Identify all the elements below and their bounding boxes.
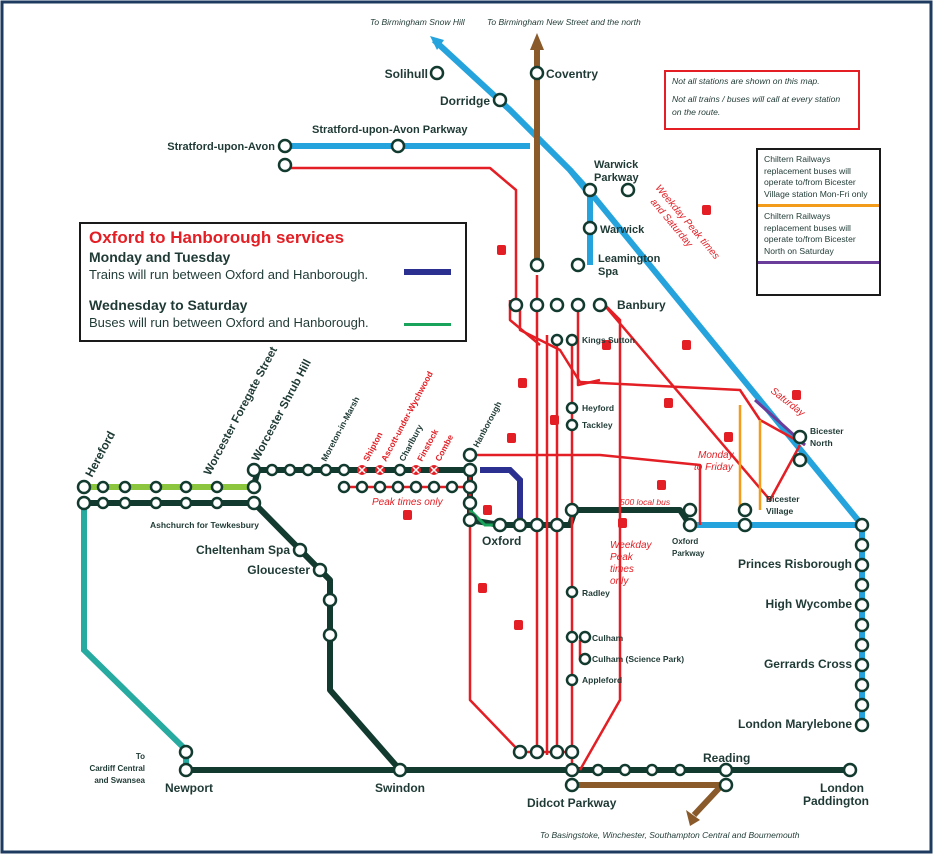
bus-note-orange-line	[758, 204, 879, 207]
label-london-pad-1: London	[820, 781, 864, 795]
legend-swatch-bus	[404, 323, 451, 326]
label-warwick-parkway-2: Parkway	[594, 172, 640, 184]
dest-south: To Basingstoke, Winchester, Southampton …	[540, 830, 800, 840]
legend-title: Oxford to Hanborough services	[89, 228, 345, 247]
label-worcester-fs: Worcester Foregate Street	[202, 345, 280, 478]
label-stratford: Stratford-upon-Avon	[167, 141, 275, 153]
bus-note-north: Chiltern Railways replacement buses will…	[764, 211, 856, 256]
label-leamington-2: Spa	[598, 266, 619, 278]
label-oxford-parkway-2: Parkway	[672, 549, 705, 558]
label-newport: Newport	[165, 781, 213, 795]
label-coventry: Coventry	[546, 67, 598, 81]
label-wd-peak-3: times	[610, 564, 634, 575]
label-bicester-village-1: Bicester	[766, 494, 800, 504]
label-london-pad-2: Paddington	[803, 794, 869, 808]
label-wd-peak-4: only	[610, 576, 629, 587]
label-gerrards-cross: Gerrards Cross	[764, 657, 852, 671]
label-culham-sp: Culham (Science Park)	[592, 654, 684, 664]
label-local-bus: 500 local bus	[620, 497, 671, 507]
hereford-newport-line	[81, 505, 189, 770]
label-leamington-1: Leamington	[598, 253, 661, 265]
legend-box: Oxford to Hanborough services Monday and…	[79, 222, 467, 342]
label-oxford: Oxford	[482, 534, 521, 548]
dest-cardiff-2: Cardiff Central	[89, 764, 145, 773]
dest-cardiff-1: To	[136, 752, 145, 761]
bus-notes-box: Chiltern Railways replacement buses will…	[756, 148, 881, 296]
legend-swatch-train	[404, 269, 451, 275]
legend-text-wed-sat: Buses will run between Oxford and Hanbor…	[89, 315, 369, 330]
label-heyford: Heyford	[582, 403, 614, 413]
label-banbury: Banbury	[617, 298, 666, 312]
label-weekday-peak-sat-1: Weekday Peak times	[653, 183, 722, 262]
arrow-north	[530, 33, 544, 50]
label-peak-only: Peak times only	[372, 497, 444, 508]
label-bicester-north-2: North	[810, 438, 833, 448]
label-moreton: Moreton-in-Marsh	[319, 395, 362, 463]
dest-new-street: To Birmingham New Street and the north	[487, 17, 641, 27]
label-radley: Radley	[582, 588, 610, 598]
label-appleford: Appleford	[582, 675, 622, 685]
label-wd-peak-2: Peak	[610, 552, 634, 563]
label-hanborough: Hanborough	[471, 400, 504, 449]
label-warwick: Warwick	[600, 224, 645, 236]
label-high-wycombe: High Wycombe	[766, 597, 853, 611]
label-wd-peak-1: Weekday	[610, 540, 653, 551]
label-culham: Culham	[592, 633, 624, 643]
label-oxford-parkway-1: Oxford	[672, 537, 698, 546]
arrow-snow-hill	[430, 36, 444, 50]
label-princes-risborough: Princes Risborough	[738, 557, 852, 571]
label-london-marylebone: London Marylebone	[738, 717, 852, 731]
closed-stations	[357, 465, 439, 475]
label-gloucester: Gloucester	[247, 563, 310, 577]
bus-note-purple-line	[758, 261, 879, 264]
label-bicester-north-1: Bicester	[810, 426, 844, 436]
oxford-hanborough-train	[480, 467, 523, 525]
label-hereford: Hereford	[82, 429, 118, 480]
legend-heading-mon-tue: Monday and Tuesday	[89, 249, 231, 265]
note-line-1: Not all stations are shown on this map.	[672, 76, 820, 86]
chiltern-line	[285, 37, 865, 725]
label-mon-fri-1: Monday	[698, 450, 735, 461]
label-didcot: Didcot Parkway	[527, 796, 617, 810]
label-swindon: Swindon	[375, 781, 425, 795]
label-reading: Reading	[703, 751, 750, 765]
legend-text-mon-tue: Trains will run between Oxford and Hanbo…	[89, 267, 369, 282]
label-stratford-parkway: Stratford-upon-Avon Parkway	[312, 124, 468, 136]
dest-snow-hill: To Birmingham Snow Hill	[370, 17, 466, 27]
legend-heading-wed-sat: Wednesday to Saturday	[89, 297, 248, 313]
station-markers	[76, 65, 870, 793]
label-kings-sutton: Kings Sutton	[582, 335, 635, 345]
label-dorridge: Dorridge	[440, 94, 490, 108]
label-bicester-village-2: Village	[766, 506, 794, 516]
label-warwick-parkway-1: Warwick	[594, 159, 639, 171]
label-solihull: Solihull	[385, 67, 428, 81]
label-cheltenham: Cheltenham Spa	[196, 543, 290, 557]
note-line-2: Not all trains / buses will call at ever…	[672, 94, 841, 117]
label-tackley: Tackley	[582, 420, 613, 430]
notes-box: Not all stations are shown on this map. …	[664, 70, 860, 130]
bus-icons	[403, 205, 801, 630]
dest-cardiff-3: and Swansea	[94, 776, 145, 785]
arrow-south	[686, 810, 700, 826]
label-mon-fri-2: to Friday	[694, 462, 734, 473]
label-ashchurch: Ashchurch for Tewkesbury	[150, 520, 259, 530]
bus-note-village: Chiltern Railways replacement buses will…	[764, 154, 868, 199]
